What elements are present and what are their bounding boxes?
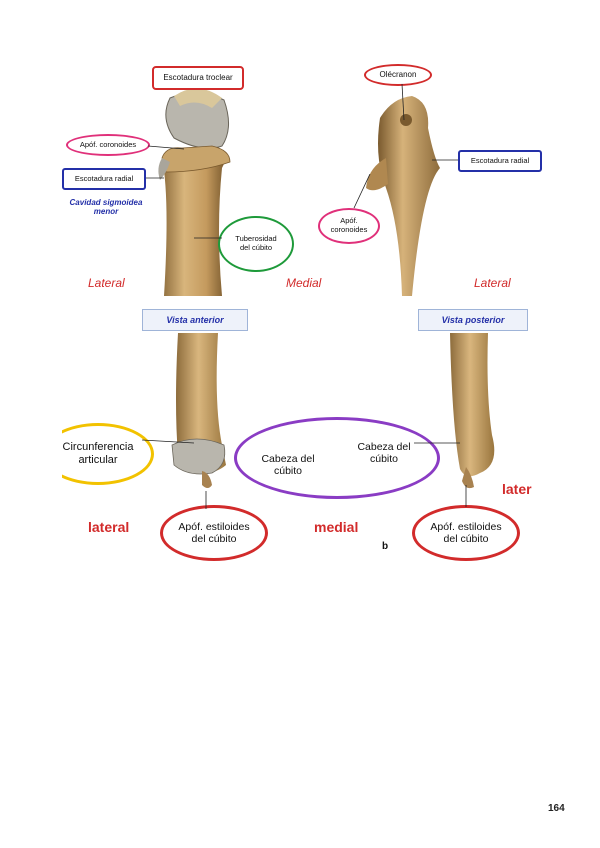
- direction-lateral-bottom: lateral: [88, 519, 129, 535]
- apof-coronoides-left-text: Apóf. coronoides: [80, 141, 136, 150]
- circunferencia-articular-text: Circunferencia articular: [62, 441, 143, 466]
- leader-line-estiloides-right: [462, 485, 472, 509]
- apof-estiloides-right-label: Apóf. estiloides del cúbito: [412, 505, 520, 561]
- leader-line-olecranon: [398, 84, 408, 124]
- cabeza-del-cubito-left-text: Cabeza del cúbito: [258, 453, 318, 477]
- tuberosidad-label: Tuberosidad del cúbito: [218, 216, 294, 272]
- apof-estiloides-right-text: Apóf. estiloides del cúbito: [426, 521, 506, 545]
- vista-posterior-text: Vista posterior: [442, 315, 505, 325]
- leader-line-cabeza-right: [414, 439, 462, 449]
- ulna-proximal-figure: Escotadura troclear Apóf. coronoides Esc…: [62, 58, 542, 296]
- cabeza-del-cubito-right-text: Cabeza del cúbito: [354, 441, 414, 465]
- cavidad-sigmoidea-label: Cavidad sigmoidea menor: [66, 198, 146, 216]
- escotadura-radial-left-label: Escotadura radial: [62, 168, 146, 190]
- figure-letter-b: b: [382, 541, 388, 553]
- apof-estiloides-left-text: Apóf. estiloides del cúbito: [174, 521, 254, 545]
- ulna-distal-figure: Vista anterior Vista posterior Circunfer…: [62, 305, 542, 565]
- vista-anterior-text: Vista anterior: [166, 315, 223, 325]
- direction-later-bottom: later: [502, 481, 532, 497]
- leader-line-estiloides-left: [202, 491, 212, 511]
- direction-medial-bottom: medial: [314, 519, 358, 535]
- direction-lateral-left: Lateral: [88, 276, 125, 290]
- leader-line-circunferencia: [142, 437, 196, 447]
- leader-line-coronoides-right: [350, 174, 374, 210]
- direction-medial: Medial: [286, 276, 321, 290]
- leader-line-tuberosidad: [194, 234, 224, 244]
- tuberosidad-text: Tuberosidad del cúbito: [232, 235, 280, 252]
- ulna-lateral-shaft: [378, 96, 440, 296]
- vista-anterior-label: Vista anterior: [142, 309, 248, 331]
- apof-coronoides-right-text: Apóf. coronoides: [329, 217, 369, 234]
- olecranon-label: Olécranon: [364, 64, 432, 86]
- direction-lateral-right: Lateral: [474, 276, 511, 290]
- leader-line-radial-right: [432, 156, 460, 164]
- escotadura-radial-right-text: Escotadura radial: [471, 157, 529, 166]
- apof-coronoides-left-label: Apóf. coronoides: [66, 134, 150, 156]
- escotadura-troclear-text: Escotadura troclear: [163, 73, 232, 82]
- apof-coronoides-right-label: Apóf. coronoides: [318, 208, 380, 244]
- escotadura-radial-left-text: Escotadura radial: [75, 175, 133, 184]
- escotadura-troclear-label: Escotadura troclear: [152, 66, 244, 90]
- leader-line-radial-left: [146, 176, 166, 182]
- page-number: 164: [548, 803, 565, 814]
- ulna-posterior-distal-shaft: [450, 333, 494, 476]
- apof-estiloides-left-label: Apóf. estiloides del cúbito: [160, 505, 268, 561]
- olecranon-text: Olécranon: [380, 70, 417, 79]
- escotadura-radial-right-label: Escotadura radial: [458, 150, 542, 172]
- vista-posterior-label: Vista posterior: [418, 309, 528, 331]
- leader-line-coronoides: [148, 143, 188, 153]
